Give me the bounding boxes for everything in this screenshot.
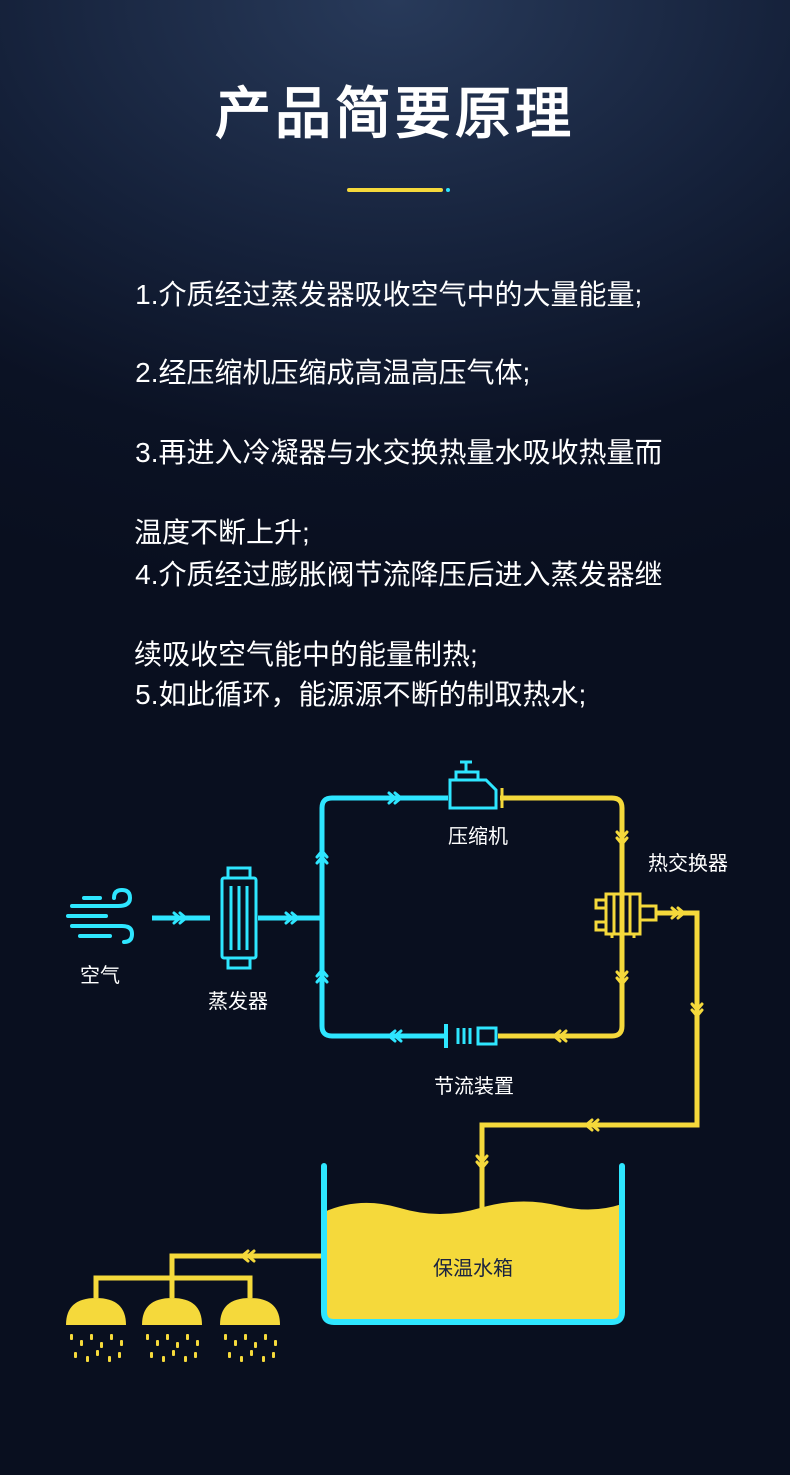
title-underline <box>347 188 443 192</box>
shower-supply-pipe <box>93 1253 322 1298</box>
compressor-label: 压缩机 <box>448 825 508 848</box>
step-3-line-2: 温度不断上升; <box>134 517 310 548</box>
shower-head-icon <box>66 1298 126 1362</box>
page-title: 产品简要原理 <box>215 82 575 145</box>
step-3: 3.再进入冷凝器与水交换热量水吸收热量而 温度不断上升; <box>104 393 662 633</box>
shower-head-icon <box>142 1298 202 1362</box>
air-label: 空气 <box>80 964 120 987</box>
step-1-line-1: 1.介质经过蒸发器吸收空气中的大量能量; <box>135 279 643 310</box>
wind-icon <box>66 887 135 944</box>
heat-pump-diagram: 空气 蒸发器 压缩机 热交换器 节流装置 <box>66 760 728 1362</box>
title-underline-dot <box>446 188 450 192</box>
step-4-line-2: 续吸收空气能中的能量制热; <box>134 639 478 670</box>
refrigerant-loop-low <box>319 795 448 1039</box>
water-tank <box>321 1160 625 1325</box>
refrigerant-loop-high <box>498 795 625 1039</box>
shower-head-icon <box>220 1298 280 1362</box>
throttle-icon <box>444 1024 498 1048</box>
step-2: 2.经压缩机压缩成高温高压气体; <box>104 313 530 433</box>
tank-label: 保温水箱 <box>433 1257 513 1280</box>
evaporator-label: 蒸发器 <box>208 990 268 1013</box>
throttle-label: 节流装置 <box>434 1075 514 1098</box>
step-5: 5.如此循环，能源源不断的制取热水; <box>104 635 586 755</box>
compressor-icon <box>448 760 504 810</box>
heat-exchanger-label: 热交换器 <box>648 852 728 875</box>
hot-water-pipe <box>479 910 700 1210</box>
step-5-line-1: 5.如此循环，能源源不断的制取热水; <box>135 679 587 710</box>
step-2-line-1: 2.经压缩机压缩成高温高压气体; <box>135 357 531 388</box>
step-1: 1.介质经过蒸发器吸收空气中的大量能量; <box>104 235 642 355</box>
shower-heads <box>66 1298 280 1362</box>
step-3-line-1: 3.再进入冷凝器与水交换热量水吸收热量而 <box>135 437 663 468</box>
step-4: 4.介质经过膨胀阀节流降压后进入蒸发器继 续吸收空气能中的能量制热; <box>104 515 662 755</box>
evaporator-icon <box>220 866 258 970</box>
step-4-line-1: 4.介质经过膨胀阀节流降压后进入蒸发器继 <box>135 559 663 590</box>
heat-exchanger-icon <box>594 892 658 938</box>
yellow-flow-arrows <box>240 830 704 1263</box>
